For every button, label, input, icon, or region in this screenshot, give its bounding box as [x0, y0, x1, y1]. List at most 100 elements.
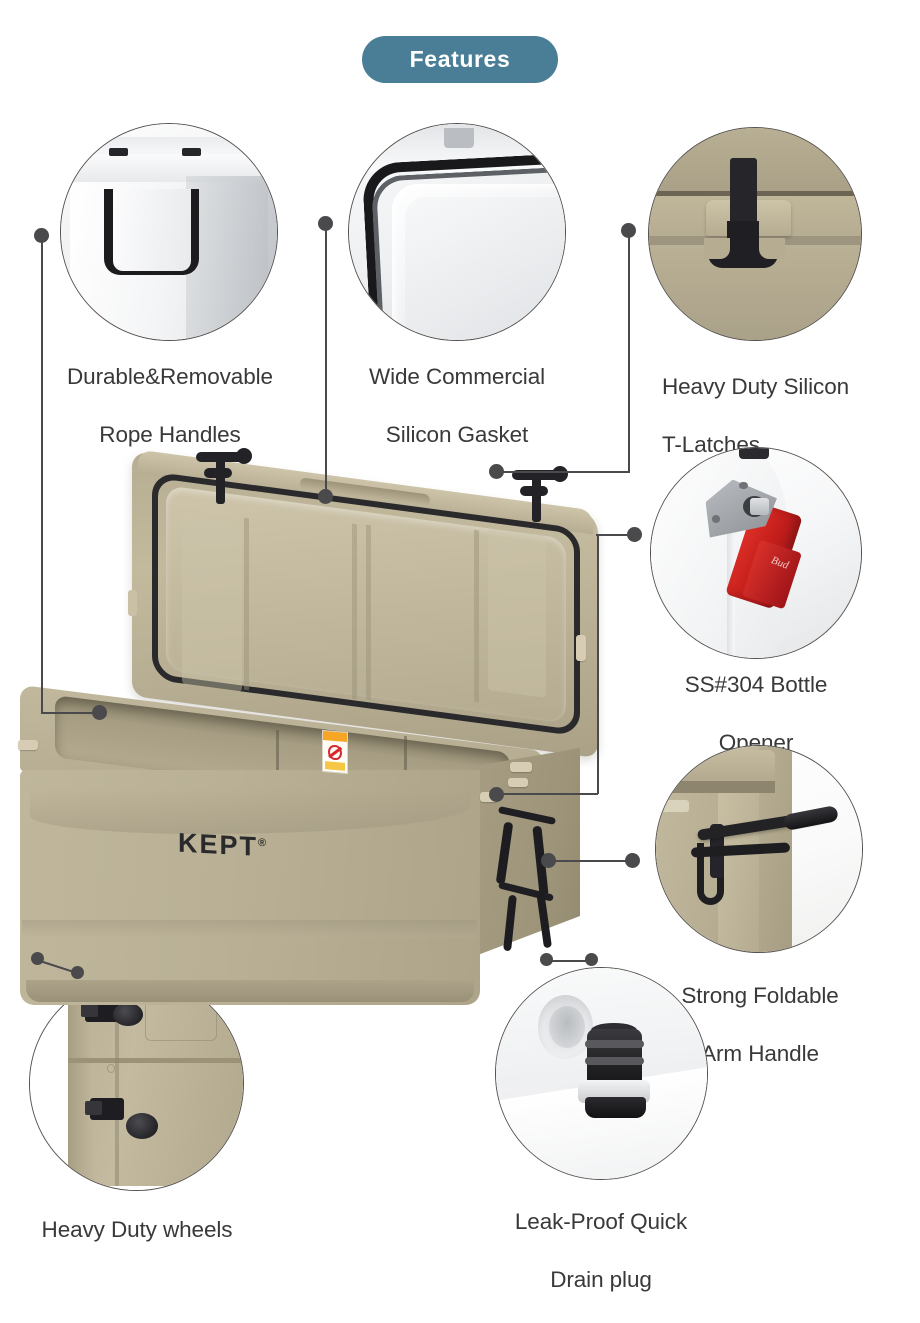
- caption-drain-plug: Leak-Proof Quick Drain plug: [481, 1178, 721, 1323]
- brand-logo-text: KEPT: [178, 827, 259, 862]
- caption-line-1: SS#304 Bottle: [684, 672, 828, 697]
- brand-logo: KEPT®: [178, 828, 268, 864]
- sticker-footer-bar: [324, 760, 346, 771]
- leader-dot-arm-handle-origin: [541, 853, 556, 868]
- rear-panel-edge-line: [115, 981, 120, 1186]
- latch-crossbar: [520, 486, 548, 496]
- leader-line-bottle-opener: [596, 534, 638, 536]
- leader-dot-wheels-target: [71, 966, 84, 979]
- leader-line-arm-handle: [548, 860, 632, 862]
- wheel-bottom: [125, 1113, 158, 1139]
- leader-dot-drain-plug-target: [585, 953, 598, 966]
- lid-rib-4: [474, 529, 479, 703]
- leader-dot-t-latches-target: [489, 464, 504, 479]
- leader-dot-gasket-origin: [318, 216, 333, 231]
- leader-dot-latch-base: [489, 787, 504, 802]
- caption-line-1: Heavy Duty wheels: [41, 1217, 233, 1242]
- cooler-top-fitting: [739, 448, 769, 459]
- leader-dot-rope-handles-origin: [34, 228, 49, 243]
- base-latch-keeper-right: [510, 762, 532, 772]
- caption-t-latches: Heavy Duty Silicon T-Latches: [662, 343, 912, 488]
- lid-rib-panel-2: [488, 528, 546, 698]
- base-latch-keeper-left: [18, 740, 38, 750]
- plug-thread-2: [584, 1056, 644, 1066]
- plug-thread-1: [584, 1039, 644, 1049]
- photo-wheels: [29, 976, 244, 1191]
- base-latch-keeper-right-2: [508, 778, 528, 787]
- caption-line-2: Silicon Gasket: [385, 422, 529, 447]
- leader-line-rope-handles-vertical: [41, 235, 43, 713]
- cooler-lid-lip: [656, 781, 776, 794]
- leader-line-drain-plug: [547, 960, 591, 962]
- rope-handle-inner: [112, 188, 191, 271]
- wheel-bracket-bottom-clip: [85, 1100, 103, 1116]
- latch-stem: [216, 458, 225, 504]
- rear-small-marking: [106, 1064, 116, 1073]
- leader-dot-arm-handle-target: [625, 853, 640, 868]
- photo-rope-handles: [60, 123, 278, 341]
- lid-hinge: [660, 799, 689, 812]
- leader-dot-t-latches-origin: [621, 223, 636, 238]
- leader-dot-gasket-target: [318, 489, 333, 504]
- wheel-bracket-top-clip: [81, 1002, 99, 1018]
- leader-line-latch-base-vertical: [597, 535, 599, 794]
- lid-clip-left: [108, 147, 128, 157]
- warning-sticker: [322, 729, 348, 775]
- leader-line-latch-base: [497, 793, 598, 795]
- caption-line-2: Drain plug: [550, 1267, 652, 1292]
- photo-t-latches: [648, 127, 862, 341]
- photo-arm-handle: [655, 745, 863, 953]
- sticker-header-bar: [323, 730, 347, 742]
- leader-dot-drain-plug-origin: [540, 953, 553, 966]
- cooler-body-shadow: [186, 175, 277, 340]
- latch-head: [512, 470, 560, 480]
- caption-arm-handle: Strong Foldable Arm Handle: [640, 952, 880, 1097]
- latch-recess-right: [759, 238, 785, 260]
- latch-crossbar: [204, 468, 232, 478]
- cooler-front-face: [20, 770, 480, 1005]
- opener-screw-bottom: [711, 515, 721, 523]
- lid-rib-panel-1: [182, 515, 242, 693]
- leader-dot-bottle-opener-target: [627, 527, 642, 542]
- features-badge: Features: [362, 36, 558, 83]
- lid-clip-right: [181, 147, 202, 157]
- leader-line-gasket-vertical: [325, 224, 327, 496]
- drain-port-threads: [548, 1005, 585, 1049]
- caption-silicon-gasket: Wide Commercial Silicon Gasket: [337, 333, 577, 478]
- opener-screw-top: [739, 481, 748, 490]
- leader-line-t-latches-vertical: [628, 230, 630, 472]
- cooler-lid: [656, 750, 776, 788]
- leader-dot-wheels-origin: [31, 952, 44, 965]
- latch-recess-left: [704, 238, 730, 260]
- caption-wheels: Heavy Duty wheels: [12, 1186, 262, 1273]
- rear-panel-seam: [68, 1057, 243, 1064]
- leader-dot-rope-handles-target: [92, 705, 107, 720]
- latch-stem: [532, 476, 541, 522]
- photo-silicon-gasket: [348, 123, 566, 341]
- brand-trademark: ®: [258, 836, 269, 850]
- lid-rib-3: [366, 524, 371, 701]
- caption-line-1: Heavy Duty Silicon: [662, 374, 850, 399]
- lid-notch: [444, 128, 475, 148]
- caption-line-2: Arm Handle: [701, 1041, 819, 1066]
- caption-line-2: Rope Handles: [99, 422, 241, 447]
- caption-line-1: Durable&Removable: [67, 364, 273, 389]
- caption-line-1: Leak-Proof Quick: [514, 1209, 688, 1234]
- plug-base: [584, 1096, 646, 1118]
- caption-rope-handles: Durable&Removable Rope Handles: [40, 333, 300, 478]
- lid-rib-2: [352, 523, 357, 700]
- product-image-cooler: KEPT®: [0, 440, 625, 1005]
- latch-head: [196, 452, 244, 462]
- cooler-inner-panel: [405, 197, 565, 340]
- latch-knob: [552, 466, 568, 482]
- bottle-cap: [749, 498, 769, 516]
- caption-line-1: Wide Commercial: [368, 364, 546, 389]
- leader-line-t-latches-horizontal: [497, 471, 630, 473]
- cooler-base-foot: [26, 980, 474, 1002]
- wheel-top: [113, 1002, 143, 1026]
- photo-drain-plug: [495, 967, 708, 1180]
- lid-rib-1: [244, 517, 249, 691]
- latch-knob: [236, 448, 252, 464]
- leader-line-rope-handles-horizontal: [41, 712, 101, 714]
- cooler-front-bevel: [22, 920, 477, 938]
